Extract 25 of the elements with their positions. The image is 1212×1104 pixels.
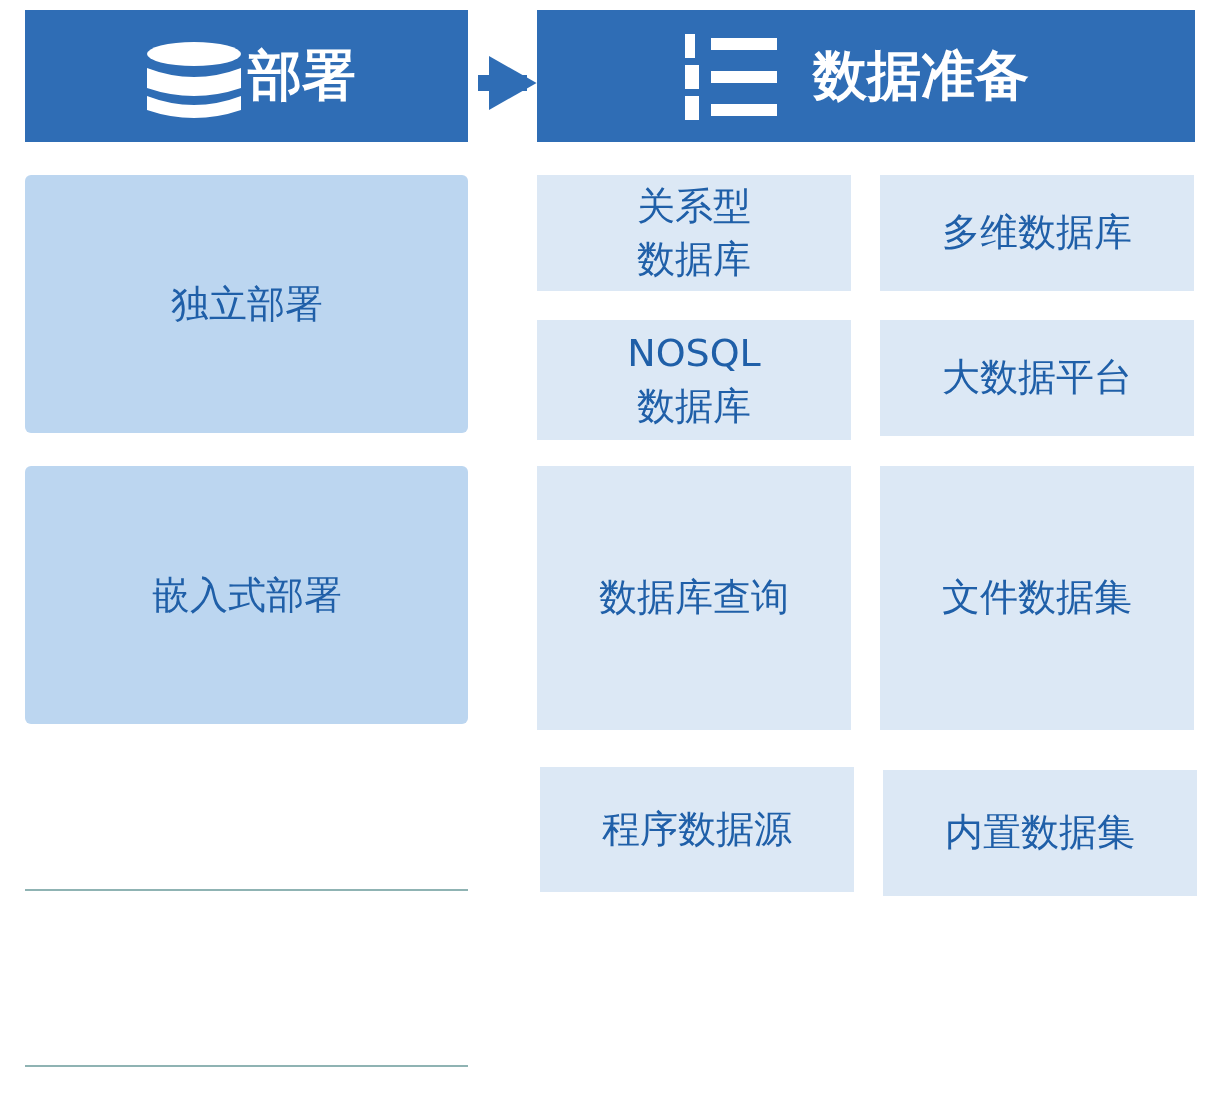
box-label: 内置数据集 <box>945 809 1135 857</box>
header-title: 部署 <box>247 42 356 109</box>
source-box <box>880 320 1194 436</box>
box-label: 嵌入式部署 <box>151 571 342 619</box>
header-bar <box>537 10 1195 142</box>
source-box <box>540 767 854 892</box>
source-box <box>883 770 1197 896</box>
source-box <box>537 466 851 730</box>
box-label: 程序数据源 <box>602 805 792 853</box>
box-label: 大数据平台 <box>942 354 1132 402</box>
box-label: 独立部署 <box>170 280 323 328</box>
box-label: 关系型数据库 <box>636 182 752 283</box>
box-label: 文件数据集 <box>942 574 1132 622</box>
header-bar <box>25 10 468 142</box>
box-label: NOSQL数据库 <box>626 329 762 430</box>
category-box <box>25 466 468 724</box>
source-box <box>880 466 1194 730</box>
header-title: 数据准备 <box>813 42 1029 109</box>
box-label: 数据库查询 <box>599 574 789 622</box>
source-box <box>537 320 851 440</box>
box-label: 多维数据库 <box>942 209 1132 257</box>
source-box <box>880 175 1194 291</box>
arrow <box>478 55 537 111</box>
source-box <box>537 175 851 291</box>
category-box <box>25 175 468 433</box>
